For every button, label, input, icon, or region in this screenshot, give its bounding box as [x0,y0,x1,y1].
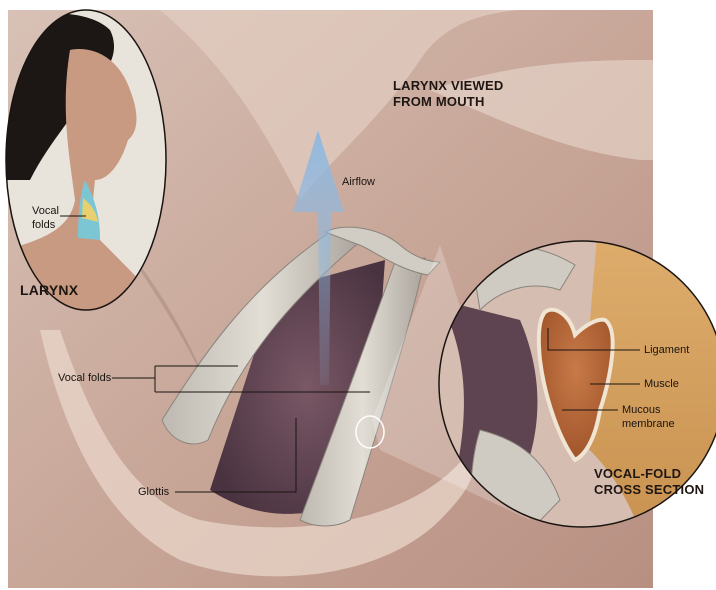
main-title-line1: LARYNX VIEWED [393,78,503,94]
mucous-label-line2: membrane [622,418,675,431]
inset-figure [6,10,166,310]
muscle-label: Muscle [644,378,679,391]
vocal-folds-label: Vocal folds [58,372,111,385]
inset-caption: LARYNX [20,282,78,298]
inset-vocal-label-line1: Vocal [32,205,59,218]
cross-section-title-line2: CROSS SECTION [594,482,704,498]
glottis-label: Glottis [138,486,169,499]
cross-section-title-line1: VOCAL-FOLD [594,466,681,482]
main-title-line2: FROM MOUTH [393,94,485,110]
inset-vocal-label-line2: folds [32,219,55,232]
airflow-label: Airflow [342,176,375,189]
mucous-label-line1: Mucous [622,404,661,417]
ligament-label: Ligament [644,344,689,357]
